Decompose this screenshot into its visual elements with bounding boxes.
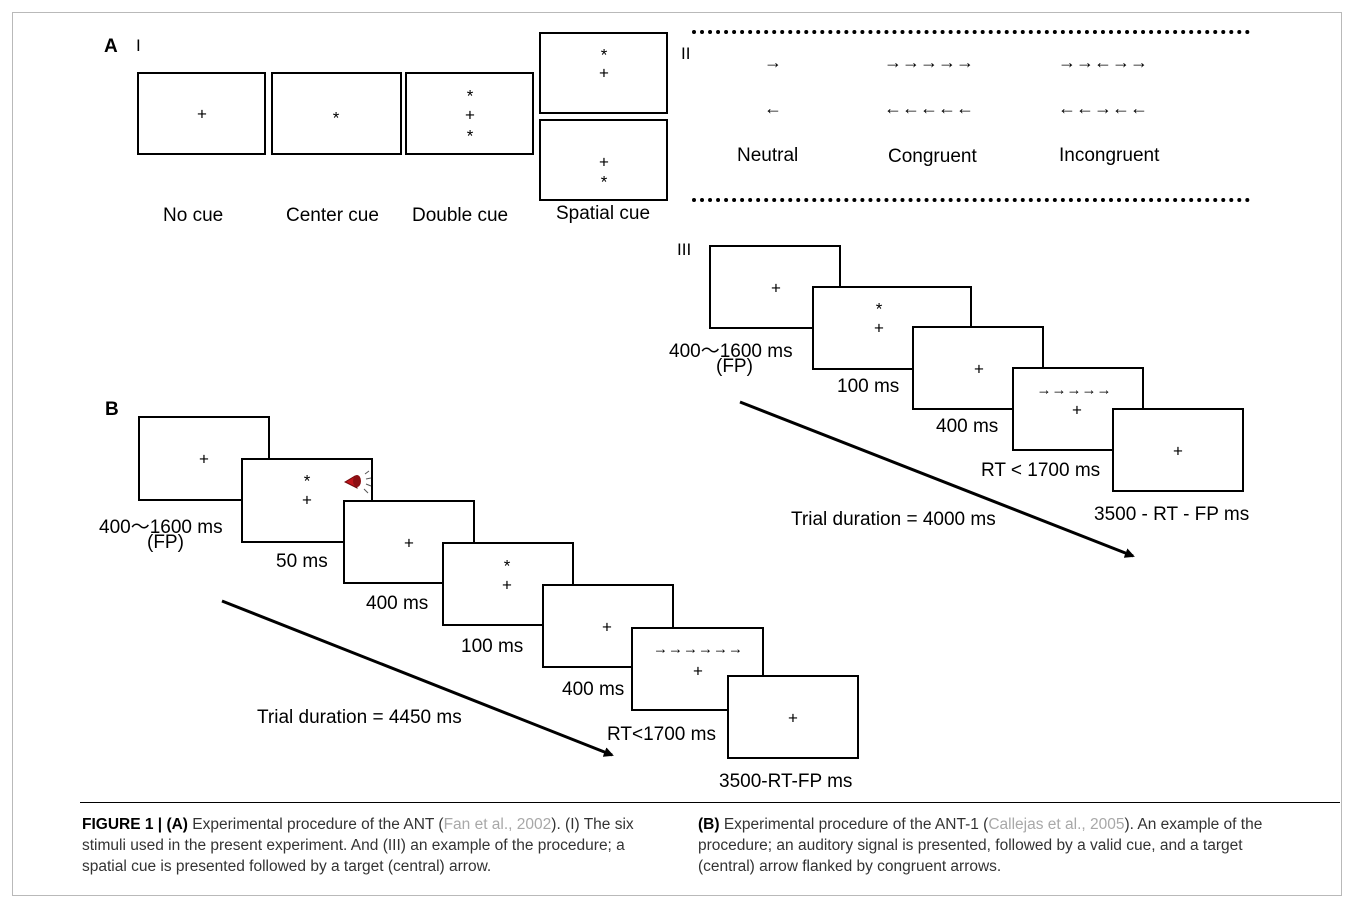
b-auditory-label: 50 ms — [276, 551, 328, 572]
fixation-cross: + — [404, 533, 414, 553]
neutral-right-stimulus: → — [764, 52, 782, 72]
cue-asterisk: * — [332, 108, 340, 128]
b-isi1-label: 400 ms — [366, 593, 429, 614]
double-cue-box: * + * — [405, 72, 534, 155]
cue-asterisk: * — [503, 556, 511, 576]
caption-divider — [80, 802, 1340, 803]
fixation-cross: + — [874, 318, 884, 338]
cue-asterisk-bottom: * — [466, 126, 474, 146]
a-isi-label: 400 ms — [936, 416, 999, 437]
a-cue-duration-label: 100 ms — [837, 376, 900, 397]
a-final-label: 3500 - RT - FP ms — [1094, 504, 1250, 525]
fixation-cross: + — [602, 617, 612, 637]
fixation-cross: + — [1173, 441, 1183, 461]
b-isi2-label: 400 ms — [562, 679, 625, 700]
b-fp-sub-label: (FP) — [147, 532, 184, 553]
caption-b-label: (B) — [698, 816, 720, 833]
target-arrows: →→→→→→ — [653, 640, 743, 658]
fixation-cross: + — [771, 278, 781, 298]
figure-frame — [12, 12, 1342, 896]
caption-b-text2: ). An example of the procedure; an audit… — [698, 816, 1263, 875]
caption-a-text1: Experimental procedure of the ANT ( — [187, 816, 444, 833]
citation-link-callejas[interactable]: Callejas et al., 2005 — [988, 816, 1125, 833]
target-arrows: →→→→→ — [1036, 381, 1112, 399]
cue-asterisk-top: * — [466, 86, 474, 106]
fixation-cross: + — [502, 575, 512, 595]
figure-number: FIGURE 1 | — [82, 816, 167, 833]
no-cue-box: + — [137, 72, 266, 155]
dotted-divider-top — [692, 30, 1250, 34]
panel-label-a: A — [104, 36, 118, 57]
incongruent-right-stimulus: →→←→→ — [1058, 52, 1148, 72]
b-trial-duration-label: Trial duration = 4450 ms — [257, 707, 462, 728]
panel-label-i: I — [136, 36, 141, 55]
center-cue-box: * — [271, 72, 402, 155]
fixation-cross: + — [599, 63, 609, 83]
caption-a: FIGURE 1 | (A) Experimental procedure of… — [82, 814, 660, 877]
b-final-label: 3500-RT-FP ms — [719, 771, 853, 792]
fixation-cross: + — [693, 661, 703, 681]
b-rt-label: RT<1700 ms — [607, 724, 716, 745]
cue-asterisk: * — [600, 45, 608, 65]
fixation-cross: + — [199, 449, 209, 469]
panel-label-b: B — [105, 399, 119, 420]
caption-a-label: (A) — [166, 816, 188, 833]
fixation-cross: + — [465, 105, 475, 125]
congruent-right-stimulus: →→→→→ — [884, 52, 974, 72]
fixation-cross: + — [1072, 400, 1082, 420]
spatial-cue-top-box: * + — [539, 32, 668, 114]
spatial-cue-label: Spatial cue — [556, 203, 651, 224]
a-fp-sub-label: (FP) — [716, 356, 753, 377]
incongruent-left-stimulus: ←←→←← — [1058, 98, 1148, 118]
incongruent-label: Incongruent — [1059, 145, 1160, 166]
panel-label-iii: III — [677, 240, 692, 259]
neutral-left-stimulus: ← — [764, 98, 782, 118]
caption-b-text1: Experimental procedure of the ANT-1 ( — [719, 816, 989, 833]
a-rt-label: RT < 1700 ms — [981, 460, 1101, 481]
a-fp-label: 400～1600 ms — [669, 341, 793, 362]
caption-a-text2: ). (I) The six stimuli used in the prese… — [82, 816, 634, 875]
fixation-cross: + — [974, 359, 984, 379]
panel-label-ii: II — [681, 44, 691, 63]
double-cue-label: Double cue — [412, 205, 509, 226]
citation-link-fan[interactable]: Fan et al., 2002 — [443, 816, 552, 833]
a-trial-duration-label: Trial duration = 4000 ms — [791, 509, 996, 530]
b-fp-label: 400～1600 ms — [99, 517, 223, 538]
b-time-arrow — [221, 599, 614, 757]
b-seq-final-box: + — [727, 675, 859, 759]
b-seq-isi2-box: + — [542, 584, 674, 668]
cue-asterisk: * — [600, 172, 608, 192]
neutral-label: Neutral — [737, 145, 799, 166]
a-seq-final-box: + — [1112, 408, 1244, 492]
fixation-cross: + — [197, 104, 207, 124]
dotted-divider-bottom — [692, 198, 1250, 202]
congruent-left-stimulus: ←←←←← — [884, 98, 974, 118]
cue-asterisk: * — [303, 471, 311, 491]
spatial-cue-bottom-box: + * — [539, 119, 668, 201]
fixation-cross: + — [599, 152, 609, 172]
congruent-label: Congruent — [888, 146, 977, 167]
no-cue-label: No cue — [163, 205, 224, 226]
center-cue-label: Center cue — [286, 205, 379, 226]
caption-b: (B) Experimental procedure of the ANT-1 … — [698, 814, 1288, 877]
b-cue-duration-label: 100 ms — [461, 636, 524, 657]
speaker-icon — [343, 470, 372, 494]
fixation-cross: + — [788, 708, 798, 728]
a-time-arrow — [739, 400, 1135, 558]
fixation-cross: + — [302, 490, 312, 510]
cue-asterisk: * — [875, 299, 883, 319]
